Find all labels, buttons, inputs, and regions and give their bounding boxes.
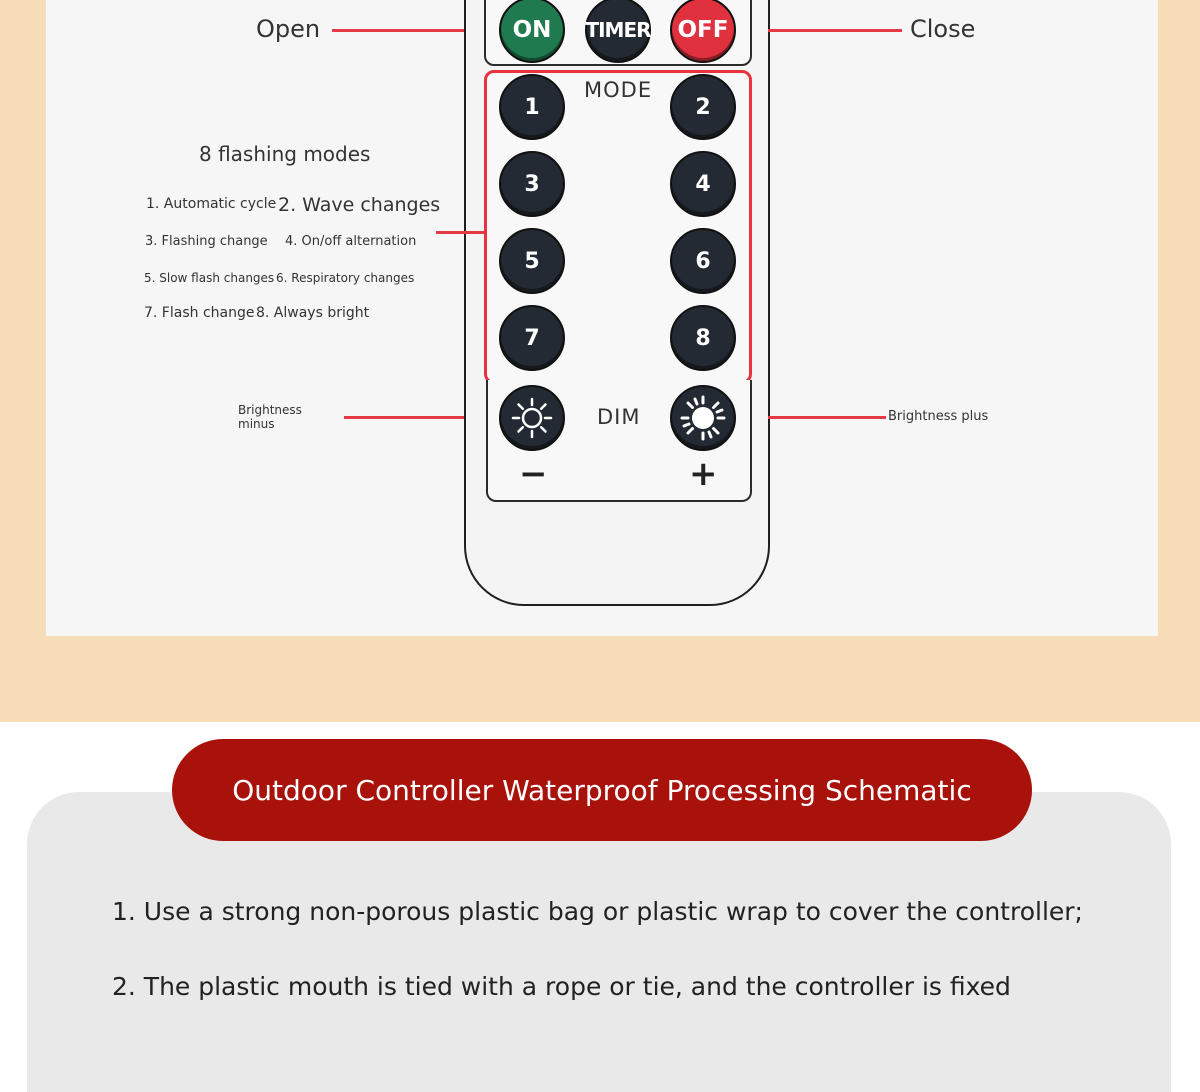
plus-sign: + [689,454,718,494]
timer-button[interactable]: TIMER [585,0,652,63]
close-label: Close [910,15,976,43]
sun-outline-icon [511,397,553,439]
mode-label: MODE [584,78,653,102]
minus-sign: − [519,454,548,494]
on-button[interactable]: ON [499,0,565,63]
brightness-plus-callout-line [768,416,886,419]
close-callout-line [768,29,902,32]
brightness-minus-button[interactable] [499,385,565,451]
dim-label: DIM [597,405,641,429]
instruction-step-1: 1. Use a strong non-porous plastic bag o… [112,897,1083,926]
mode-button-2[interactable]: 2 [670,74,736,140]
mode-desc-8: 8. Always bright [256,305,370,321]
open-callout-line [332,29,464,32]
modes-callout-line [436,231,484,234]
open-label: Open [256,15,321,43]
brightness-plus-label: Brightness plus [888,409,989,424]
brightness-minus-callout-line [344,416,464,419]
mode-button-3[interactable]: 3 [499,151,565,217]
mode-button-7[interactable]: 7 [499,305,565,371]
mode-button-8[interactable]: 8 [670,305,736,371]
mode-desc-2: 2. Wave changes [278,194,441,216]
mode-desc-7: 7. Flash change [144,305,255,321]
mode-button-5[interactable]: 5 [499,228,565,294]
mode-desc-5: 5. Slow flash changes [144,271,275,285]
mode-desc-3: 3. Flashing change [145,234,268,249]
sun-filled-icon [680,395,726,441]
mode-button-6[interactable]: 6 [670,228,736,294]
brightness-plus-button[interactable] [670,385,736,451]
mode-desc-1: 1. Automatic cycle [146,196,277,212]
mode-desc-4: 4. On/off alternation [285,234,417,249]
section-title: Outdoor Controller Waterproof Processing… [172,739,1032,841]
modes-heading: 8 flashing modes [199,142,371,166]
instruction-step-2: 2. The plastic mouth is tied with a rope… [112,972,1011,1001]
off-button[interactable]: OFF [670,0,736,63]
mode-button-4[interactable]: 4 [670,151,736,217]
mode-button-1[interactable]: 1 [499,74,565,140]
mode-desc-6: 6. Respiratory changes [276,271,415,285]
brightness-minus-label: Brightness minus [238,403,302,431]
